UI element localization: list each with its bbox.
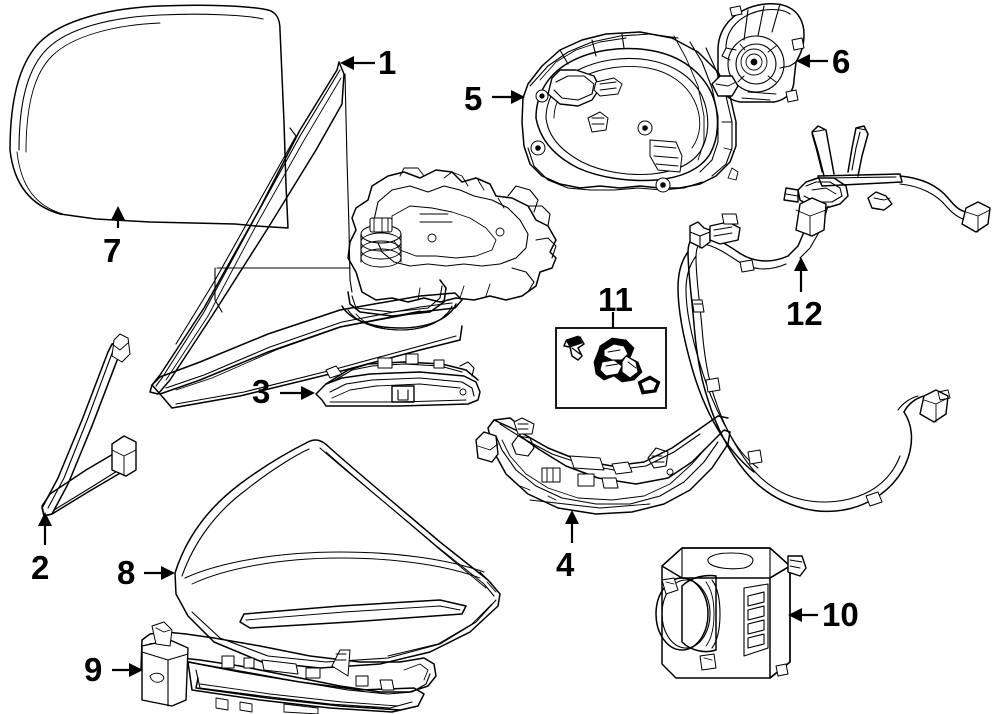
part-2-mirror-gasket-trim bbox=[41, 333, 137, 517]
hardware-kit-box bbox=[555, 327, 667, 409]
callout-number-6: 6 bbox=[832, 43, 851, 80]
part-11-hardware-kit bbox=[555, 327, 667, 409]
callout-number-4: 4 bbox=[556, 546, 575, 583]
callout-number-3: 3 bbox=[252, 373, 271, 410]
callout-number-2: 2 bbox=[31, 549, 50, 586]
part-1-mirror-base-bracket bbox=[149, 61, 557, 409]
part-7-mirror-glass bbox=[9, 4, 289, 229]
part-12-mirror-wiring-harness bbox=[677, 125, 991, 513]
part-6-mirror-adjustment-motor bbox=[711, 3, 805, 103]
part-9-turn-signal-lamp bbox=[140, 621, 437, 714]
part-10-side-view-camera bbox=[655, 547, 807, 679]
callout-number-12: 12 bbox=[786, 295, 823, 332]
callout-number-7: 7 bbox=[103, 232, 122, 269]
callout-number-1: 1 bbox=[378, 44, 397, 81]
callout-number-9: 9 bbox=[84, 651, 103, 688]
part-8-mirror-cover-cap bbox=[174, 439, 501, 669]
part-3-inner-lower-trim bbox=[315, 353, 481, 407]
part-5-mirror-frame-holder bbox=[521, 31, 739, 193]
callout-number-10: 10 bbox=[822, 596, 859, 633]
callout-number-5: 5 bbox=[464, 80, 483, 117]
callout-leaders bbox=[38, 54, 828, 677]
part-4-mirror-lower-cover bbox=[475, 415, 731, 515]
callout-number-8: 8 bbox=[117, 554, 136, 591]
callout-number-11: 11 bbox=[598, 281, 633, 318]
